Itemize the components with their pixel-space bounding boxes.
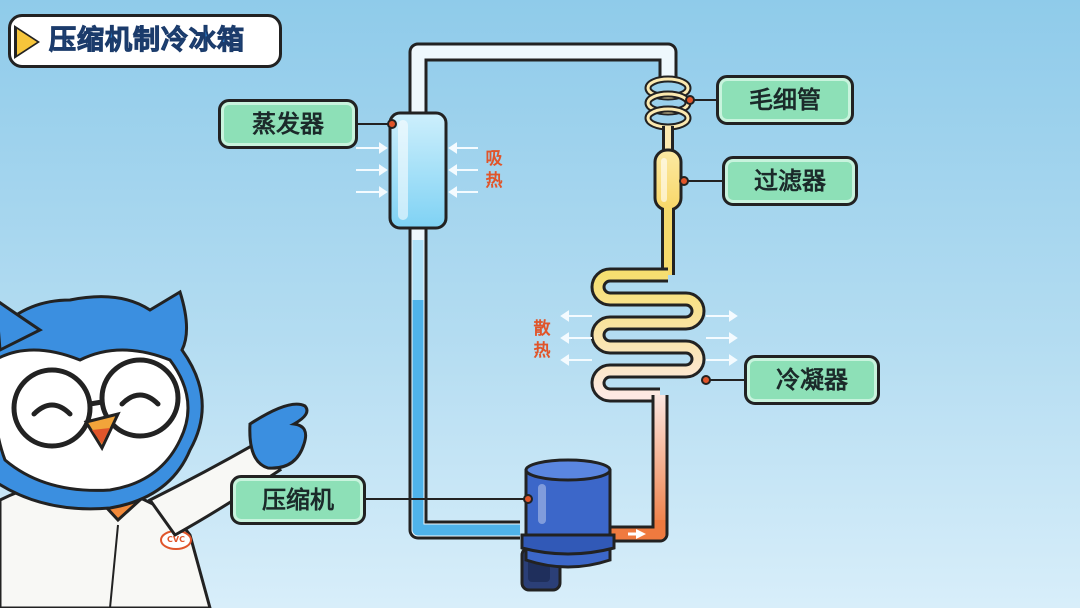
label-condenser: 冷凝器 xyxy=(744,355,880,405)
owl-mascot xyxy=(0,289,309,608)
label-compressor: 压缩机 xyxy=(230,475,366,525)
compressor xyxy=(520,458,616,592)
label-filter: 过滤器 xyxy=(722,156,858,206)
capillary-coil xyxy=(644,75,692,131)
evaporator-heat-arrows xyxy=(356,142,478,198)
title-box: 压缩机制冷冰箱 xyxy=(8,14,282,68)
flow-arrow xyxy=(636,529,646,539)
dissipate-heat-char-2: 热 xyxy=(533,341,551,361)
dissipate-heat-text: 散 热 xyxy=(530,318,554,362)
label-evaporator: 蒸发器 xyxy=(218,99,358,149)
suction-pipe xyxy=(408,42,678,540)
page-title: 压缩机制冷冰箱 xyxy=(49,25,245,57)
cvc-badge-text: CVC xyxy=(167,535,185,544)
absorb-heat-char-1: 吸 xyxy=(485,149,503,169)
leader-lines xyxy=(358,95,746,504)
condenser-heat-arrows xyxy=(560,310,738,366)
filter xyxy=(653,148,683,212)
absorb-heat-text: 吸 热 xyxy=(482,148,506,192)
label-capillary: 毛细管 xyxy=(716,75,854,125)
play-icon xyxy=(17,29,37,55)
dissipate-heat-char-1: 散 xyxy=(533,319,551,339)
condenser xyxy=(590,267,706,403)
absorb-heat-char-2: 热 xyxy=(485,171,503,191)
